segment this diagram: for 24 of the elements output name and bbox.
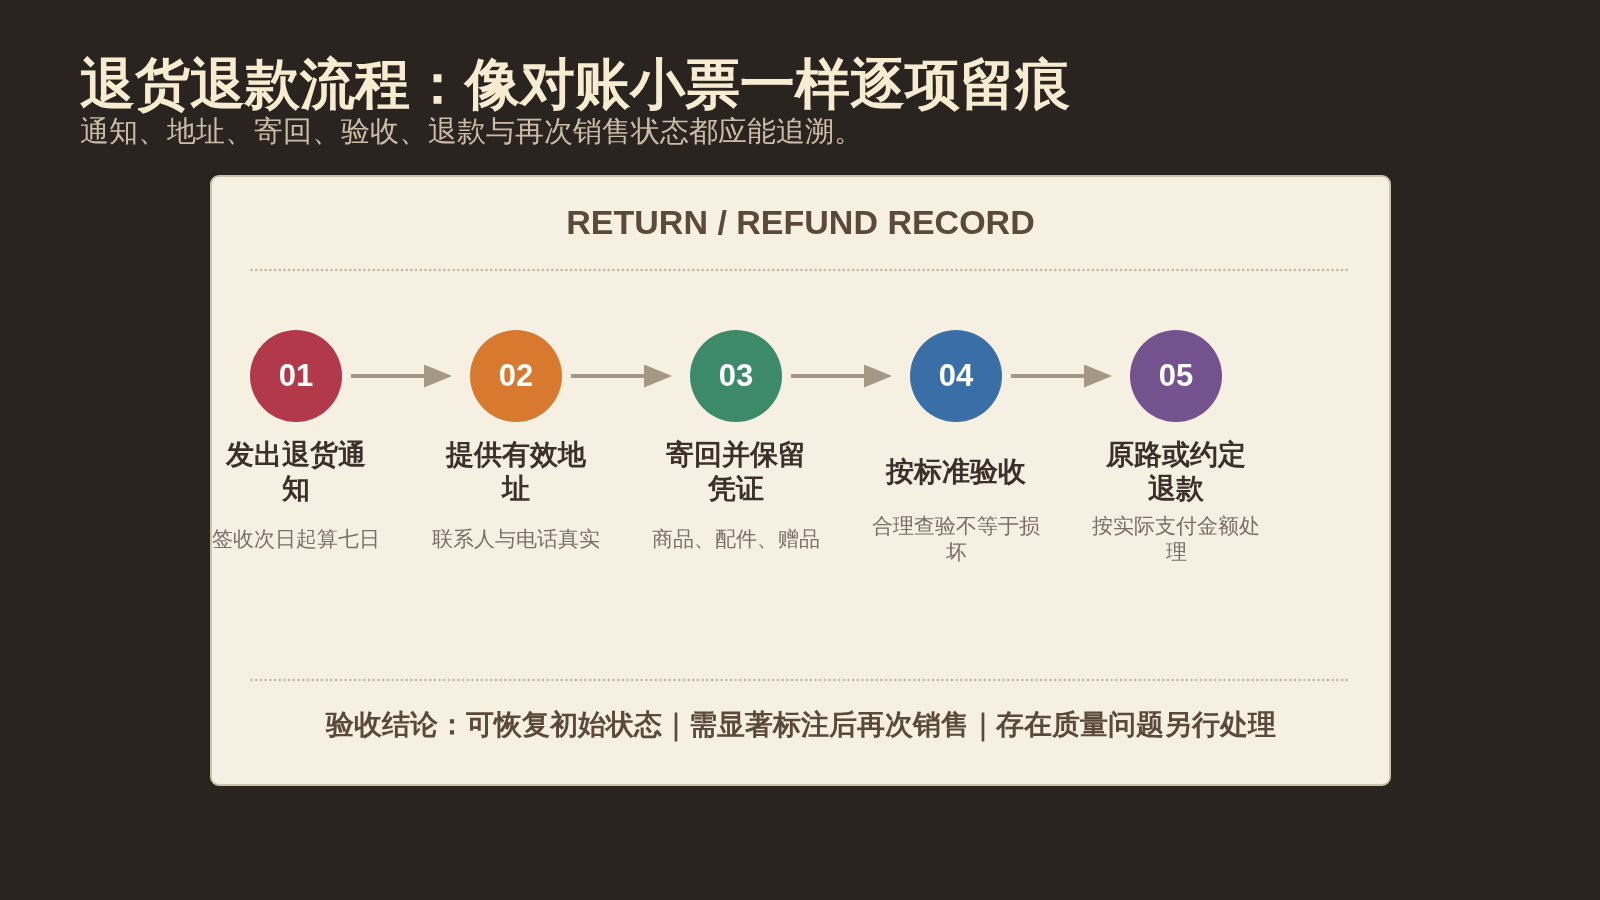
card-heading: RETURN / REFUND RECORD bbox=[566, 202, 1035, 242]
step-title: 按标准验收 bbox=[884, 455, 1027, 489]
arrow bbox=[791, 364, 892, 388]
arrow bbox=[571, 364, 672, 388]
step-description: 商品、配件、赠品 bbox=[651, 526, 821, 552]
arrow bbox=[351, 364, 452, 388]
step-title: 原路或约定退款 bbox=[1105, 438, 1247, 506]
step-description: 按实际支付金额处理 bbox=[1091, 513, 1261, 565]
page-title: 退货退款流程：像对账小票一样逐项留痕 bbox=[80, 55, 1070, 113]
step-number: 05 bbox=[1158, 358, 1194, 394]
step-title: 发出退货通知 bbox=[224, 438, 367, 506]
arrow bbox=[1011, 364, 1112, 388]
step-number: 02 bbox=[498, 358, 534, 394]
record-card bbox=[210, 175, 1391, 786]
step-number: 03 bbox=[718, 358, 754, 394]
step-description: 签收次日起算七日 bbox=[211, 526, 381, 552]
step-title: 提供有效地址 bbox=[444, 438, 587, 506]
subtitle: 通知、地址、寄回、验收、退款与再次销售状态都应能追溯。 bbox=[80, 114, 863, 148]
conclusion-text: 验收结论：可恢复初始状态｜需显著标注后再次销售｜存在质量问题另行处理 bbox=[325, 707, 1276, 743]
step-description: 联系人与电话真实 bbox=[431, 526, 601, 552]
step-number: 01 bbox=[278, 358, 314, 394]
step-description: 合理查验不等于损坏 bbox=[871, 513, 1041, 565]
step-title: 寄回并保留凭证 bbox=[665, 438, 807, 506]
step-number: 04 bbox=[938, 358, 974, 394]
